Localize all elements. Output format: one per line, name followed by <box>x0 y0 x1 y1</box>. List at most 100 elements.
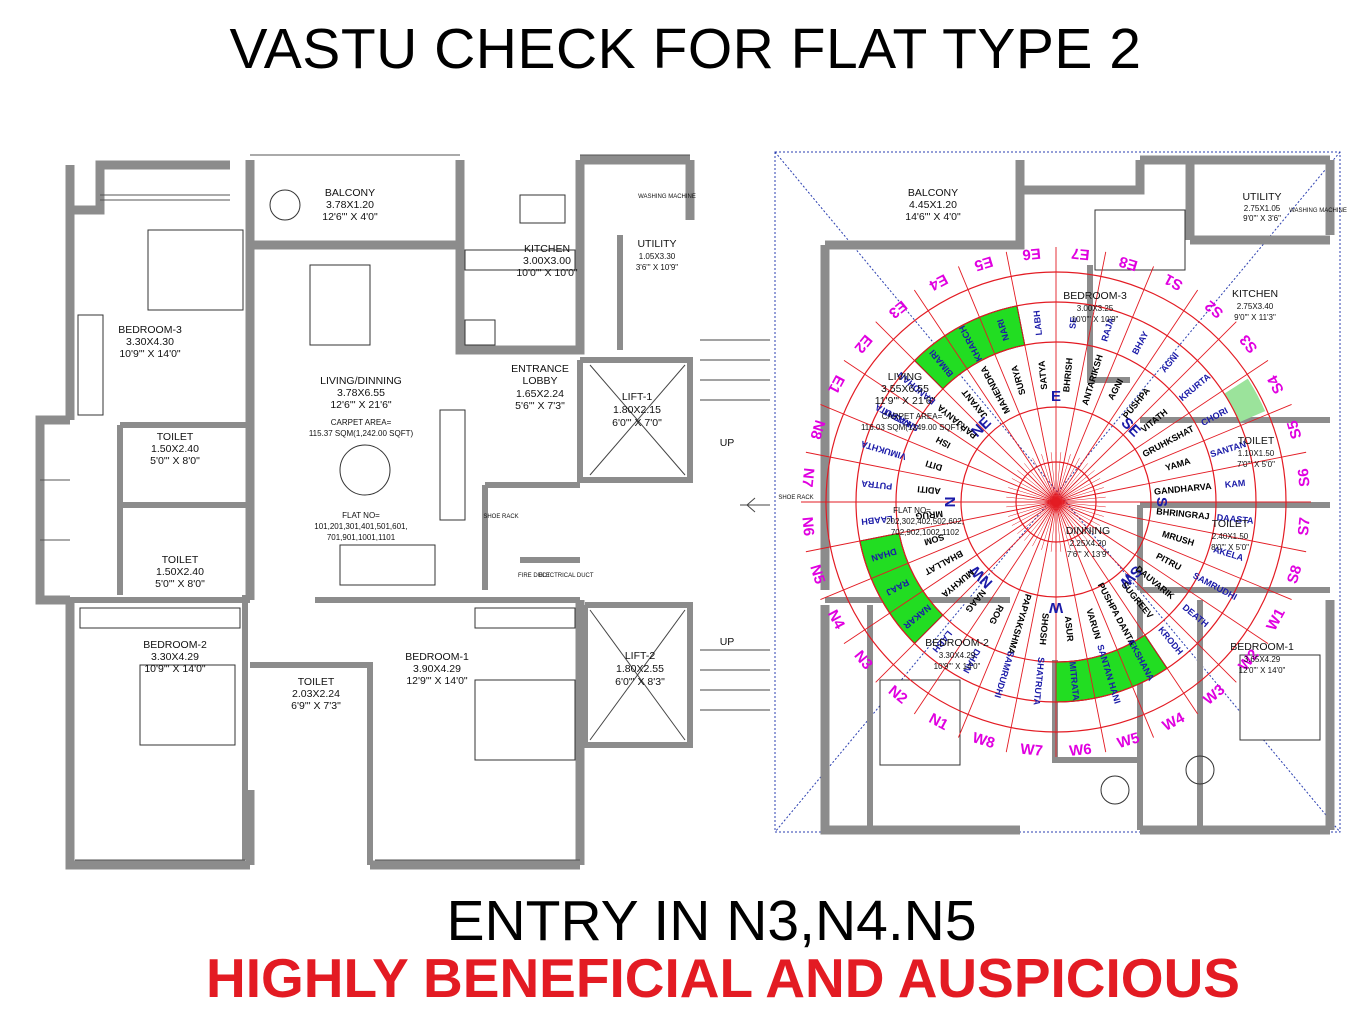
left-toilet2-dim: 1.50X2.40 <box>156 566 204 578</box>
wheel-center-ray-11 <box>1055 478 1101 503</box>
wheel-center-ray-49 <box>1006 496 1057 503</box>
wheel-center-ray-21 <box>1055 501 1101 526</box>
right-living-imp: 11'9"' X 21'6" <box>875 395 936 407</box>
wheel-center-ray-18 <box>1055 501 1106 512</box>
wheel-center-ray-6 <box>1055 460 1084 503</box>
right-kitchen-name: KITCHEN <box>1232 288 1278 300</box>
left-utility-name: UTILITY <box>637 238 676 250</box>
right-balcony-dim: 4.45X1.20 <box>909 199 957 211</box>
left-washing-machine: WASHING MACHINE <box>638 194 696 200</box>
right-bedroom3-dim: 3.00X3.25 <box>1077 304 1114 313</box>
right-toilet-a-name: TOILET <box>1238 435 1275 447</box>
direction-w: W <box>1048 599 1063 616</box>
stove-icon <box>519 194 566 224</box>
wardrobe-bedroom2 <box>79 607 241 629</box>
wheel-center-ray-38 <box>1028 501 1057 544</box>
benefit-label: VIMUKHTA <box>859 439 907 462</box>
left-lift2-name: LIFT-2 <box>625 650 656 662</box>
right-bedroom2-dim: 3.30X4.29 <box>939 651 976 660</box>
zone-label-e6: E6 <box>1022 244 1042 263</box>
zone-label-w7: W7 <box>1020 741 1044 760</box>
right-bed-bedroom1 <box>1239 654 1321 741</box>
devta-label: SURYA <box>1009 364 1028 396</box>
right-carpet-label: CARPET AREA= <box>882 412 943 421</box>
direction-e: E <box>1051 388 1061 405</box>
left-lift1-imp: 6'0"' X 7'0" <box>612 417 662 429</box>
zone-label-e2: E2 <box>851 331 876 356</box>
wheel-center-ray-40 <box>1020 501 1057 538</box>
left-kitchen-name: KITCHEN <box>524 243 570 255</box>
left-electrical-duct: ELECTRICAL DUCT <box>538 573 593 579</box>
left-bedroom3-dim: 3.30X4.30 <box>126 336 174 348</box>
left-carpet-value: 115.37 SQM(1,242.00 SQFT) <box>309 429 414 438</box>
devta-label: MUKHYA <box>939 567 976 600</box>
right-plant2-icon <box>1100 775 1130 805</box>
left-bedroom3-imp: 10'9"' X 14'0" <box>119 348 181 360</box>
wheel-center-ray-43 <box>1011 501 1057 526</box>
wheel-center-ray-13 <box>1055 487 1104 503</box>
zone-label-e5: E5 <box>972 252 995 274</box>
wheel-center-ray-53 <box>1011 478 1057 503</box>
zone-label-w8: W8 <box>970 729 996 752</box>
benefit-label: DAASTA <box>1216 512 1254 526</box>
zone-label-s5: S5 <box>1284 418 1306 441</box>
devta-label: SHOSH <box>1038 613 1051 646</box>
left-toilet3-imp: 6'9"' X 7'3" <box>291 700 341 712</box>
direction-n: N <box>942 497 959 508</box>
benefit-label: LABH <box>1032 310 1044 336</box>
wheel-center-ray-5 <box>1055 457 1080 503</box>
wheel-center-ray-23 <box>1055 501 1095 534</box>
zone-label-n7: N7 <box>798 467 817 488</box>
right-plant-icon <box>1185 755 1215 785</box>
zone-label-e1: E1 <box>824 372 848 396</box>
benefit-label: SHATRUTA <box>1032 657 1047 706</box>
zone-label-s2: S2 <box>1202 297 1227 322</box>
wheel-center-ray-45 <box>1008 501 1057 517</box>
benefit-label: CHORI <box>1199 405 1229 427</box>
right-toilet-b-name: TOILET <box>1212 518 1249 530</box>
benefit-label: SAMRUDHI <box>993 650 1017 699</box>
left-flatno-line2: 701,901,1001,1101 <box>327 533 396 542</box>
page-title: VASTU CHECK FOR FLAT TYPE 2 <box>229 17 1142 81</box>
wheel-center-ray-54 <box>1014 474 1057 503</box>
right-bed-bedroom2 <box>879 679 961 766</box>
devta-label: SATYA <box>1036 360 1049 390</box>
benefit-label: LAABH <box>861 514 893 527</box>
left-plan-labels: BALCONY 3.78X1.20 12'6"' X 4'0" KITCHEN … <box>118 187 734 712</box>
zone-label-e4: E4 <box>926 270 951 294</box>
wheel-center-ray-17 <box>1055 501 1106 508</box>
wheel-center-ray-60 <box>1036 455 1057 503</box>
left-toilet3-name: TOILET <box>298 676 335 688</box>
left-balcony-dim: 3.78X1.20 <box>326 199 374 211</box>
wheel-center-ray-61 <box>1041 454 1057 503</box>
devta-label: BHALLAT <box>923 548 965 577</box>
wheel-center-ray-8 <box>1055 466 1092 503</box>
wheel-center-ray-39 <box>1024 501 1057 541</box>
right-plan-labels: BALCONY 4.45X1.20 14'6"' X 4'0" UTILITY … <box>778 187 1347 675</box>
right-carpet-value: 116.03 SQM(1249.00 SQFT) <box>861 423 963 432</box>
wheel-center-ray-56 <box>1020 466 1057 503</box>
right-bed-bedroom3 <box>1094 209 1186 271</box>
wheel-center-ray-24 <box>1055 501 1092 538</box>
zone-label-n8: N8 <box>806 418 828 441</box>
wheel-center-ray-14 <box>1055 492 1106 503</box>
zone-label-s4: S4 <box>1264 372 1288 397</box>
left-inner-walls <box>70 235 693 865</box>
left-balcony-imp: 12'6"' X 4'0" <box>322 211 378 223</box>
wheel-center-ray-62 <box>1046 452 1057 503</box>
wheel-center-ray-41 <box>1017 501 1057 534</box>
wheel-center-ray-7 <box>1055 463 1088 503</box>
right-bedroom1-imp: 12'0"' X 14'0" <box>1239 666 1286 675</box>
wheel-center-ray-29 <box>1055 501 1071 550</box>
left-lift1-name: LIFT-1 <box>622 391 653 403</box>
wheel-center-ray-51 <box>1008 487 1057 503</box>
benefit-label: MITRATA <box>1067 661 1081 701</box>
kitchen-counter <box>464 249 576 271</box>
devta-label: ISH <box>934 434 952 450</box>
wheel-center-ray-50 <box>1006 492 1057 503</box>
right-kitchen-imp: 9'0"' X 11'3" <box>1234 313 1276 322</box>
right-utility-dim: 2.75X1.05 <box>1244 204 1281 213</box>
wheel-center-ray-30 <box>1055 501 1066 552</box>
devta-label: GANDHARVA <box>1154 481 1213 497</box>
